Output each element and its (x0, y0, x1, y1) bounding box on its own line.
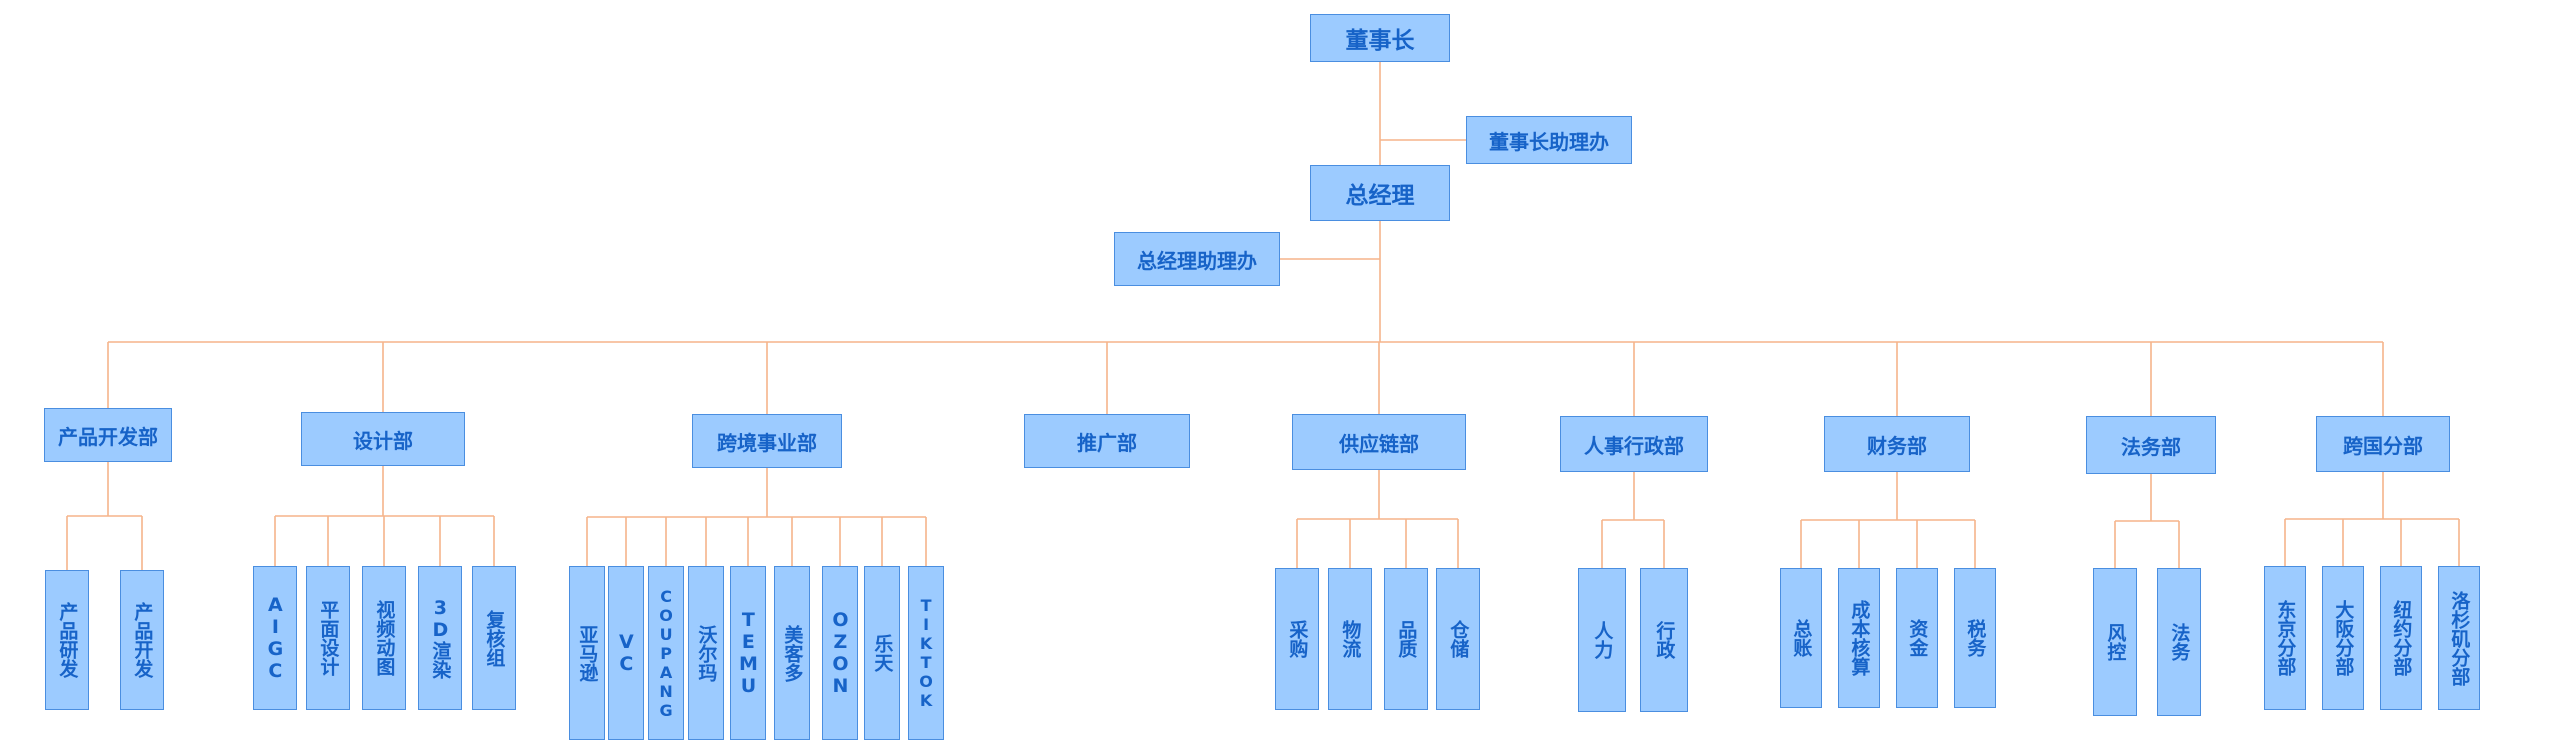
sub-unit-node: 物流 (1328, 568, 1372, 710)
sub-unit-node: 乐天 (864, 566, 900, 740)
sub-unit-node: 产品开发 (120, 570, 164, 710)
sub-unit-node: 3D渲染 (418, 566, 462, 710)
gm-assistant-node: 总经理助理办 (1114, 232, 1280, 286)
sub-unit-node: 东京分部 (2264, 566, 2306, 710)
sub-unit-node: 总账 (1780, 568, 1822, 708)
department-node: 跨国分部 (2316, 416, 2450, 472)
sub-unit-node: 风控 (2093, 568, 2137, 716)
sub-unit-node: 产品研发 (45, 570, 89, 710)
department-node: 跨境事业部 (692, 414, 842, 468)
department-node: 法务部 (2086, 416, 2216, 474)
department-node: 产品开发部 (44, 408, 172, 462)
sub-unit-node: 采购 (1275, 568, 1319, 710)
sub-unit-node: 沃尔玛 (688, 566, 724, 740)
sub-unit-node: COUPANG (648, 566, 684, 740)
sub-unit-node: 法务 (2157, 568, 2201, 716)
sub-unit-node: 品质 (1384, 568, 1428, 710)
sub-unit-node: 平面设计 (306, 566, 350, 710)
chairman-node: 董事长 (1310, 14, 1450, 62)
department-node: 供应链部 (1292, 414, 1466, 470)
sub-unit-node: VC (608, 566, 644, 740)
sub-unit-node: 成本核算 (1838, 568, 1880, 708)
sub-unit-node: 视频动图 (362, 566, 406, 710)
sub-unit-node: 复核组 (472, 566, 516, 710)
sub-unit-node: 洛杉矶分部 (2438, 566, 2480, 710)
sub-unit-node: AIGC (253, 566, 297, 710)
chairman-assistant-node: 董事长助理办 (1466, 116, 1632, 164)
general-manager-node: 总经理 (1310, 165, 1450, 221)
sub-unit-node: 行政 (1640, 568, 1688, 712)
sub-unit-node: 美客多 (774, 566, 810, 740)
department-node: 人事行政部 (1560, 416, 1708, 472)
sub-unit-node: 纽约分部 (2380, 566, 2422, 710)
sub-unit-node: OZON (822, 566, 858, 740)
sub-unit-node: TEMU (730, 566, 766, 740)
department-node: 财务部 (1824, 416, 1970, 472)
sub-unit-node: 资金 (1896, 568, 1938, 708)
sub-unit-node: 大阪分部 (2322, 566, 2364, 710)
sub-unit-node: 仓储 (1436, 568, 1480, 710)
department-node: 设计部 (301, 412, 465, 466)
sub-unit-node: 人力 (1578, 568, 1626, 712)
department-node: 推广部 (1024, 414, 1190, 468)
sub-unit-node: 税务 (1954, 568, 1996, 708)
sub-unit-node: 亚马逊 (569, 566, 605, 740)
sub-unit-node: TIKTOK (908, 566, 944, 740)
